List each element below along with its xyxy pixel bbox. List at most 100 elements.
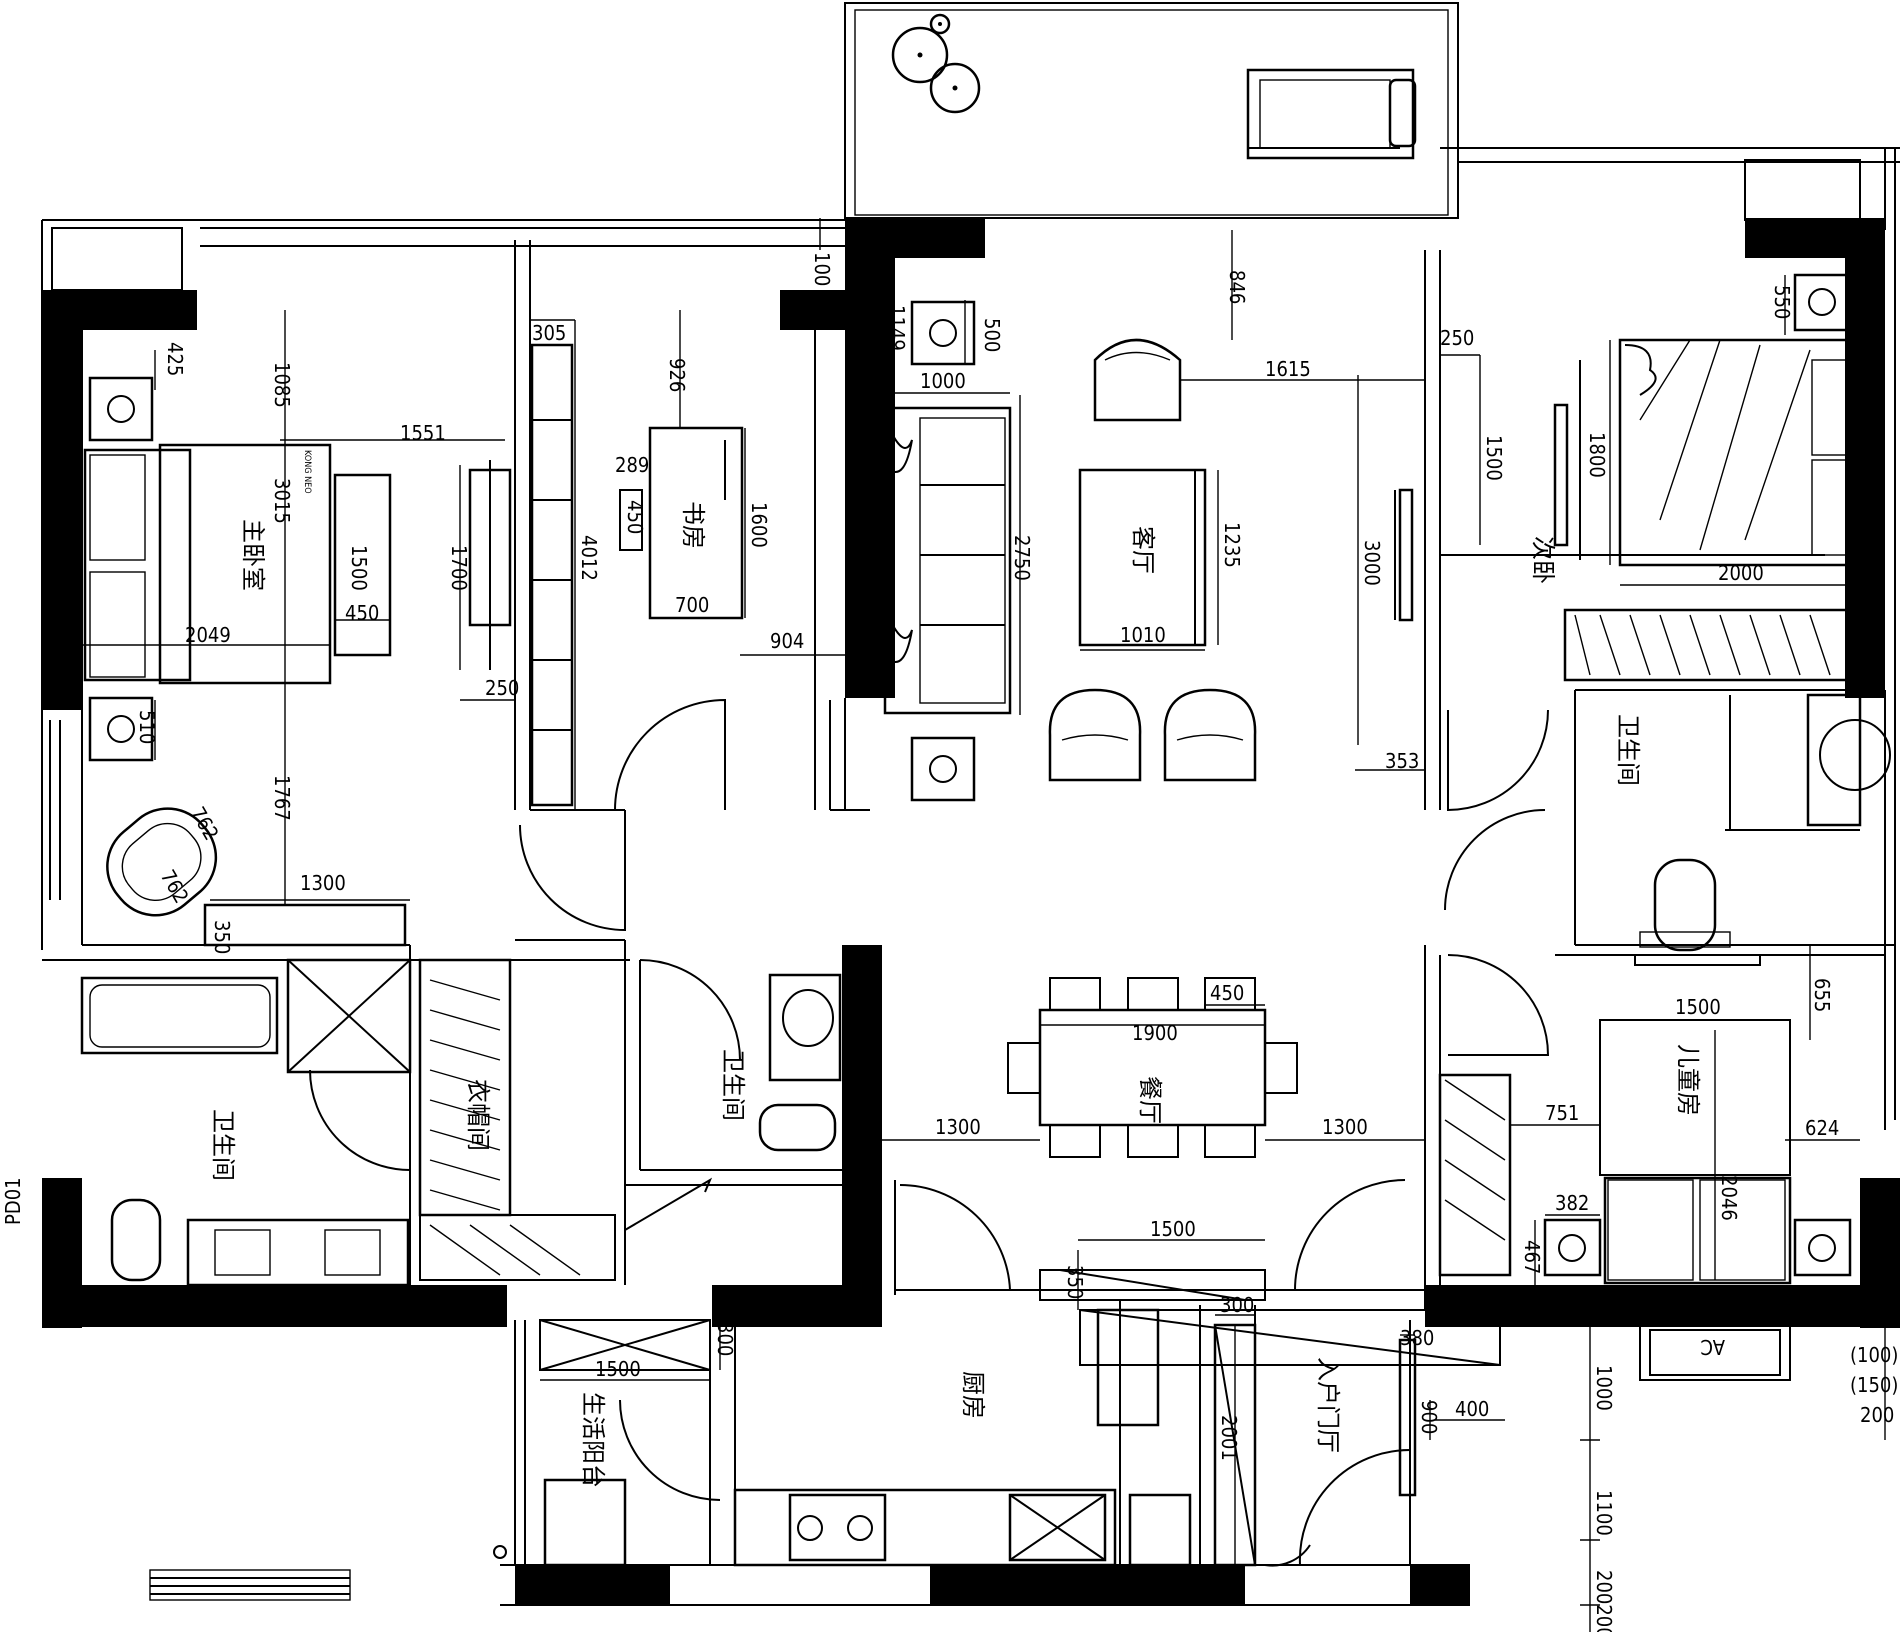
dim-label: 1100 bbox=[1592, 1490, 1616, 1536]
dim-label: 250 bbox=[1440, 326, 1474, 350]
room-label-second-bedroom: 次卧 bbox=[1529, 536, 1557, 584]
dim-label: 3015 bbox=[270, 478, 294, 524]
dim-label: 2750 bbox=[1010, 535, 1034, 581]
dim-label: 2049 bbox=[185, 623, 231, 647]
dim-label: 1300 bbox=[300, 871, 346, 895]
dim-label: 353 bbox=[1385, 749, 1419, 773]
ac-label: AC bbox=[1700, 1335, 1725, 1359]
dim-label: 200 bbox=[1860, 1403, 1894, 1427]
dim-label: 450 bbox=[345, 601, 379, 625]
dim-label: 300 bbox=[1220, 1293, 1254, 1317]
dim-label: 1300 bbox=[935, 1115, 981, 1139]
room-label-dining-room: 餐厅 bbox=[1136, 1076, 1164, 1124]
dim-label: 1010 bbox=[1120, 623, 1166, 647]
room-label-bathroom-center: 卫生间 bbox=[719, 1049, 747, 1121]
study-furniture bbox=[530, 343, 744, 807]
dim-label: 450 bbox=[623, 500, 647, 534]
left-bathroom-fixtures bbox=[80, 958, 616, 1287]
side-marker-label: KONG NEO bbox=[302, 450, 312, 494]
living-room-furniture bbox=[883, 300, 1414, 802]
dim-label: 100 bbox=[810, 252, 834, 286]
kitchen-fixtures bbox=[149, 1269, 1501, 1601]
dim-label: 425 bbox=[163, 342, 187, 376]
dim-label: 846 bbox=[1225, 270, 1249, 304]
dim-label: 1500 bbox=[347, 545, 371, 591]
dim-label: 305 bbox=[532, 321, 566, 345]
second-bedroom-furniture bbox=[1553, 273, 1857, 682]
pd01-label: PD01 bbox=[1, 1177, 25, 1225]
room-label-living-room: 客厅 bbox=[1129, 526, 1157, 574]
dim-label: 1700 bbox=[447, 545, 471, 591]
dim-label: 655 bbox=[1810, 978, 1834, 1012]
dim-label: 751 bbox=[1545, 1101, 1579, 1125]
dim-label: 2000 bbox=[1718, 561, 1764, 585]
dim-label: 926 bbox=[665, 358, 689, 392]
dim-label: 1300 bbox=[1322, 1115, 1368, 1139]
dim-label: 382 bbox=[1555, 1191, 1589, 1215]
dimension-labels: 100 425 1085 3015 1500 510 1767 350 762 … bbox=[135, 252, 1898, 1632]
dim-label: 2001 bbox=[1217, 1415, 1241, 1461]
dim-label: 1615 bbox=[1265, 357, 1311, 381]
dim-label: 1500 bbox=[1150, 1217, 1196, 1241]
dim-label: 3000 bbox=[1360, 540, 1384, 586]
room-label-kitchen: 厨房 bbox=[959, 1371, 987, 1419]
misc-labels: PD01 AC KONG NEO bbox=[1, 450, 1725, 1359]
dim-label: (150) bbox=[1850, 1373, 1898, 1397]
dim-label: 1235 bbox=[1220, 522, 1244, 568]
master-bedroom-furniture bbox=[83, 376, 512, 947]
dim-label: 1085 bbox=[270, 362, 294, 408]
dim-label: 1000 bbox=[1592, 1365, 1616, 1411]
dining-furniture bbox=[1007, 977, 1298, 1158]
dim-label: 1500 bbox=[595, 1357, 641, 1381]
center-bathroom-fixtures bbox=[758, 973, 842, 1152]
dim-label: 250 bbox=[485, 676, 519, 700]
dim-label: 1800 bbox=[1585, 432, 1609, 478]
room-label-entry-hall: 入户门厅 bbox=[1314, 1357, 1342, 1453]
top-balcony bbox=[844, 2, 1459, 219]
dim-label: 200200 bbox=[1592, 1570, 1616, 1632]
outer-thin-walls bbox=[41, 147, 1900, 1130]
room-label-utility-balcony: 生活阳台 bbox=[579, 1392, 607, 1488]
dim-label: 350 bbox=[1063, 1265, 1087, 1299]
dim-label: 510 bbox=[135, 710, 159, 744]
dim-label: 380 bbox=[1400, 1326, 1434, 1350]
room-labels: 主卧室 书房 客厅 次卧 卫生间 卫生间 卫生间 衣帽间 餐厅 儿童房 厨房 入… bbox=[209, 501, 1702, 1488]
dim-label: 700 bbox=[675, 593, 709, 617]
dim-label: 904 bbox=[770, 629, 804, 653]
room-label-bathroom-left: 卫生间 bbox=[209, 1109, 237, 1181]
dim-label: 762 bbox=[186, 803, 224, 845]
dim-label: 300 bbox=[713, 1322, 737, 1356]
dim-label: 1900 bbox=[1132, 1021, 1178, 1045]
dim-label: 1500 bbox=[1675, 995, 1721, 1019]
dim-label: (100) bbox=[1850, 1343, 1898, 1367]
dim-label: 1500 bbox=[1482, 435, 1506, 481]
potted-plant-icon bbox=[891, 13, 981, 114]
dim-label: 624 bbox=[1805, 1116, 1839, 1140]
dim-label: 350 bbox=[210, 920, 234, 954]
doors bbox=[309, 698, 1550, 1567]
dim-label: 289 bbox=[615, 453, 649, 477]
interior-partitions bbox=[42, 240, 1895, 1606]
structural-walls bbox=[42, 218, 1900, 1605]
dim-label: 2046 bbox=[1717, 1175, 1741, 1221]
dim-label: 400 bbox=[1455, 1397, 1489, 1421]
dim-label: 1600 bbox=[747, 502, 771, 548]
dim-label: 1000 bbox=[920, 369, 966, 393]
dim-label: 4012 bbox=[577, 535, 601, 581]
right-bathroom-fixtures bbox=[1634, 693, 1891, 966]
room-label-kids-room: 儿童房 bbox=[1674, 1044, 1702, 1116]
dim-label: 500 bbox=[980, 318, 1004, 352]
dim-label: 1149 bbox=[885, 305, 909, 351]
room-label-bathroom-right: 卫生间 bbox=[1614, 714, 1642, 786]
dim-label: 1551 bbox=[400, 421, 446, 445]
dimension-lines bbox=[82, 218, 1886, 1632]
treadmill-icon bbox=[1246, 68, 1417, 160]
room-label-master-bedroom: 主卧室 bbox=[239, 519, 267, 591]
dim-label: 900 bbox=[1417, 1400, 1441, 1434]
room-label-study: 书房 bbox=[679, 501, 707, 549]
dim-label: 1767 bbox=[270, 775, 294, 821]
room-label-closet: 衣帽间 bbox=[464, 1079, 492, 1151]
dim-label: 467 bbox=[1520, 1240, 1544, 1274]
